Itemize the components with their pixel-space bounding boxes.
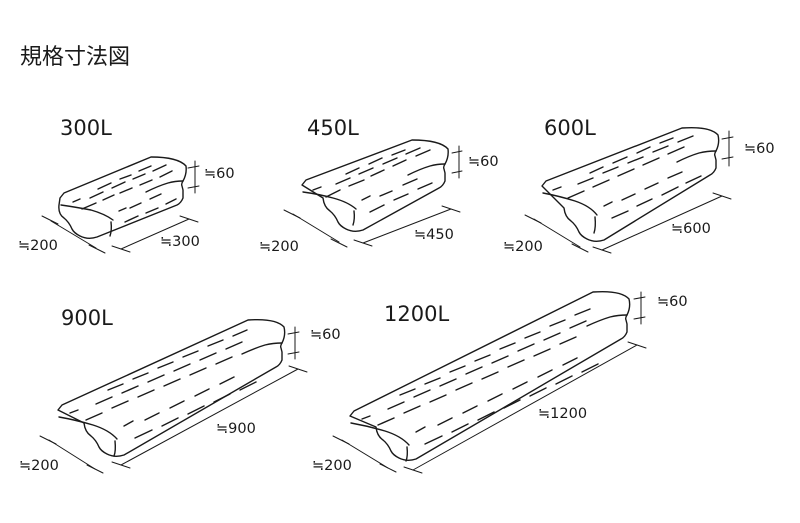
dimension-lines <box>283 145 463 248</box>
block-900l: 900L <box>19 306 341 474</box>
length-label: ≒450 <box>414 227 454 243</box>
length-label: ≒900 <box>216 421 256 437</box>
dimension-lines <box>332 291 647 474</box>
width-label: ≒200 <box>503 239 543 255</box>
block-1200l: 1200L <box>312 290 688 474</box>
length-label: ≒600 <box>671 221 711 237</box>
model-label: 450L <box>307 116 359 140</box>
width-label: ≒200 <box>312 458 352 474</box>
model-label: 1200L <box>384 302 449 326</box>
wood-block-900l <box>57 318 286 457</box>
block-600l: 600L <box>503 116 775 255</box>
width-label: ≒200 <box>19 458 59 474</box>
dimension-lines <box>524 130 734 254</box>
diagram-title: 規格寸法図 <box>20 45 130 70</box>
height-label: ≒60 <box>204 166 235 182</box>
model-label: 300L <box>60 116 112 140</box>
height-label: ≒60 <box>744 141 775 157</box>
width-label: ≒200 <box>259 239 299 255</box>
length-label: ≒300 <box>160 234 200 250</box>
length-label: ≒1200 <box>538 406 587 422</box>
wood-block-1200l <box>349 290 631 462</box>
dimension-lines <box>41 160 200 254</box>
wood-block-600l <box>541 126 720 242</box>
height-label: ≒60 <box>657 294 688 310</box>
model-label: 600L <box>544 116 596 140</box>
wood-block-300l <box>58 156 187 239</box>
model-label: 900L <box>61 306 113 330</box>
height-label: ≒60 <box>310 327 341 343</box>
height-label: ≒60 <box>468 154 499 170</box>
block-300l: 300L <box>18 116 235 254</box>
dimension-lines <box>39 326 308 474</box>
width-label: ≒200 <box>18 238 58 254</box>
block-450l: 450L <box>259 116 499 255</box>
wood-block-450l <box>301 139 449 232</box>
